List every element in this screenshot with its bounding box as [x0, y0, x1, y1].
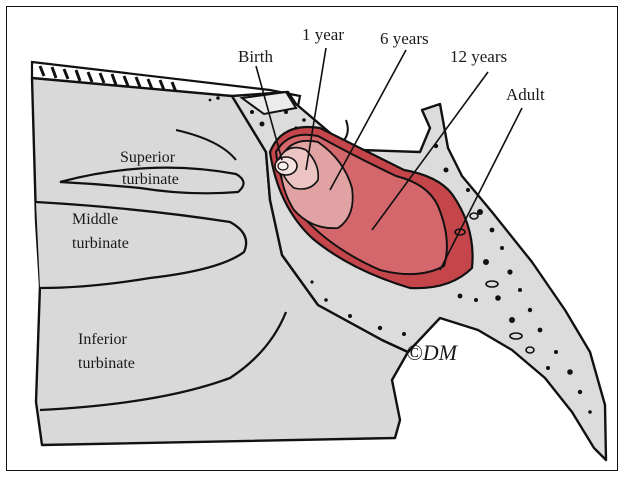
label-inferior-turbinate: turbinate [78, 355, 135, 372]
label-6-years: 6 years [380, 29, 429, 48]
label-inferior: Inferior [78, 331, 128, 348]
artist-signature: ©DM [406, 340, 459, 365]
label-middle: Middle [72, 211, 118, 228]
label-12-years: 12 years [450, 47, 507, 66]
label-birth: Birth [238, 47, 273, 66]
label-1-year: 1 year [302, 25, 344, 44]
label-superior-turbinate: turbinate [122, 171, 179, 188]
sinus-birth-core [278, 162, 288, 170]
label-superior: Superior [120, 149, 176, 166]
label-adult: Adult [506, 85, 545, 104]
label-middle-turbinate: turbinate [72, 235, 129, 252]
